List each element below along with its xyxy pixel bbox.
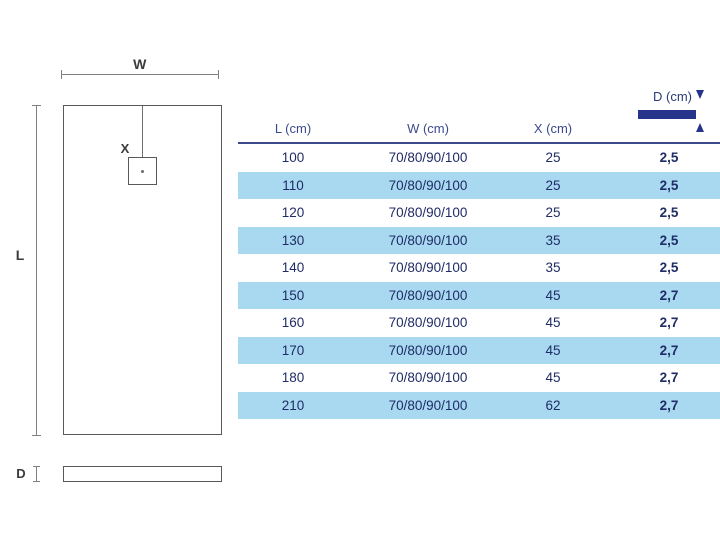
cell-width: 70/80/90/100 [388,397,468,413]
cell-depth: 2,7 [659,287,679,303]
length-dimension-tick-top [32,105,41,106]
cell-offset: 35 [545,232,561,248]
cell-offset: 45 [545,315,561,330]
length-label: L [15,247,25,263]
offset-label: X [120,141,130,156]
cell-depth: 2,7 [659,342,679,358]
cell-offset: 45 [545,370,561,385]
table-header-divider [238,142,720,144]
drain-offset-leader-line [142,106,144,172]
technical-drawing: W L X D [0,0,240,540]
depth-dimension-tick-bottom [33,481,40,482]
thickness-bar-icon [638,110,696,119]
cell-length: 210 [281,397,305,413]
cell-depth: 2,5 [659,205,679,220]
cell-width: 70/80/90/100 [388,315,468,330]
column-header-width: W (cm) [407,121,449,136]
depth-label: D [16,466,26,481]
table-row: 160 70/80/90/100 45 2,7 [238,309,720,337]
cell-width: 70/80/90/100 [388,232,468,248]
cell-width: 70/80/90/100 [388,177,468,193]
table-row: 210 70/80/90/100 62 2,7 [238,391,720,419]
cell-offset: 45 [545,287,561,303]
depth-dimension-tick-top [33,466,40,467]
column-header-offset: X (cm) [533,121,573,136]
table-row: 110 70/80/90/100 25 2,5 [238,171,720,199]
depth-column-header-label: D (cm) [653,89,692,104]
cell-length: 180 [281,370,305,385]
cell-length: 100 [281,150,305,165]
shower-tray-side-profile [63,466,222,482]
depth-column-header-group: D (cm) [624,85,720,140]
table-row: 130 70/80/90/100 35 2,5 [238,226,720,254]
cell-length: 150 [281,287,305,303]
cell-offset: 25 [545,150,561,165]
width-dimension-tick-right [218,70,219,79]
cell-depth: 2,7 [659,397,679,413]
arrow-down-icon [696,90,704,99]
drain-center-dot [141,170,144,173]
cell-width: 70/80/90/100 [388,370,468,385]
cell-width: 70/80/90/100 [388,150,468,165]
table-row: 100 70/80/90/100 25 2,5 [238,144,720,172]
cell-depth: 2,7 [659,370,679,385]
table-body: 100 70/80/90/100 25 2,5 110 70/80/90/100 25 2,5… [238,144,720,419]
width-label: W [133,56,147,72]
cell-width: 70/80/90/100 [388,287,468,303]
cell-length: 160 [281,315,305,330]
table-header-row: L (cm) W (cm) X (cm) [238,115,720,142]
cell-length: 130 [281,232,305,248]
cell-depth: 2,5 [659,177,679,193]
table-row: 150 70/80/90/100 45 2,7 [238,281,720,309]
length-dimension-tick-bottom [32,435,41,436]
table-row: 120 70/80/90/100 25 2,5 [238,199,720,227]
width-dimension-tick-left [61,70,62,79]
cell-offset: 35 [545,260,561,275]
cell-length: 170 [281,342,305,358]
cell-width: 70/80/90/100 [388,342,468,358]
cell-offset: 45 [545,342,561,358]
column-header-length: L (cm) [274,121,312,136]
cell-offset: 62 [545,397,561,413]
length-dimension-line [36,105,37,435]
cell-depth: 2,7 [659,315,679,330]
cell-offset: 25 [545,205,561,220]
cell-width: 70/80/90/100 [388,205,468,220]
arrow-up-icon [696,123,704,132]
table-row: 140 70/80/90/100 35 2,5 [238,254,720,282]
cell-offset: 25 [545,177,561,193]
cell-length: 120 [281,205,305,220]
table-row: 170 70/80/90/100 45 2,7 [238,336,720,364]
depth-dimension-line [36,466,37,482]
cell-depth: 2,5 [659,232,679,248]
cell-depth: 2,5 [659,260,679,275]
cell-length: 110 [282,177,304,193]
cell-width: 70/80/90/100 [388,260,468,275]
width-dimension-line [61,74,219,75]
cell-depth: 2,5 [659,150,679,165]
cell-length: 140 [281,260,305,275]
table-row: 180 70/80/90/100 45 2,7 [238,364,720,392]
